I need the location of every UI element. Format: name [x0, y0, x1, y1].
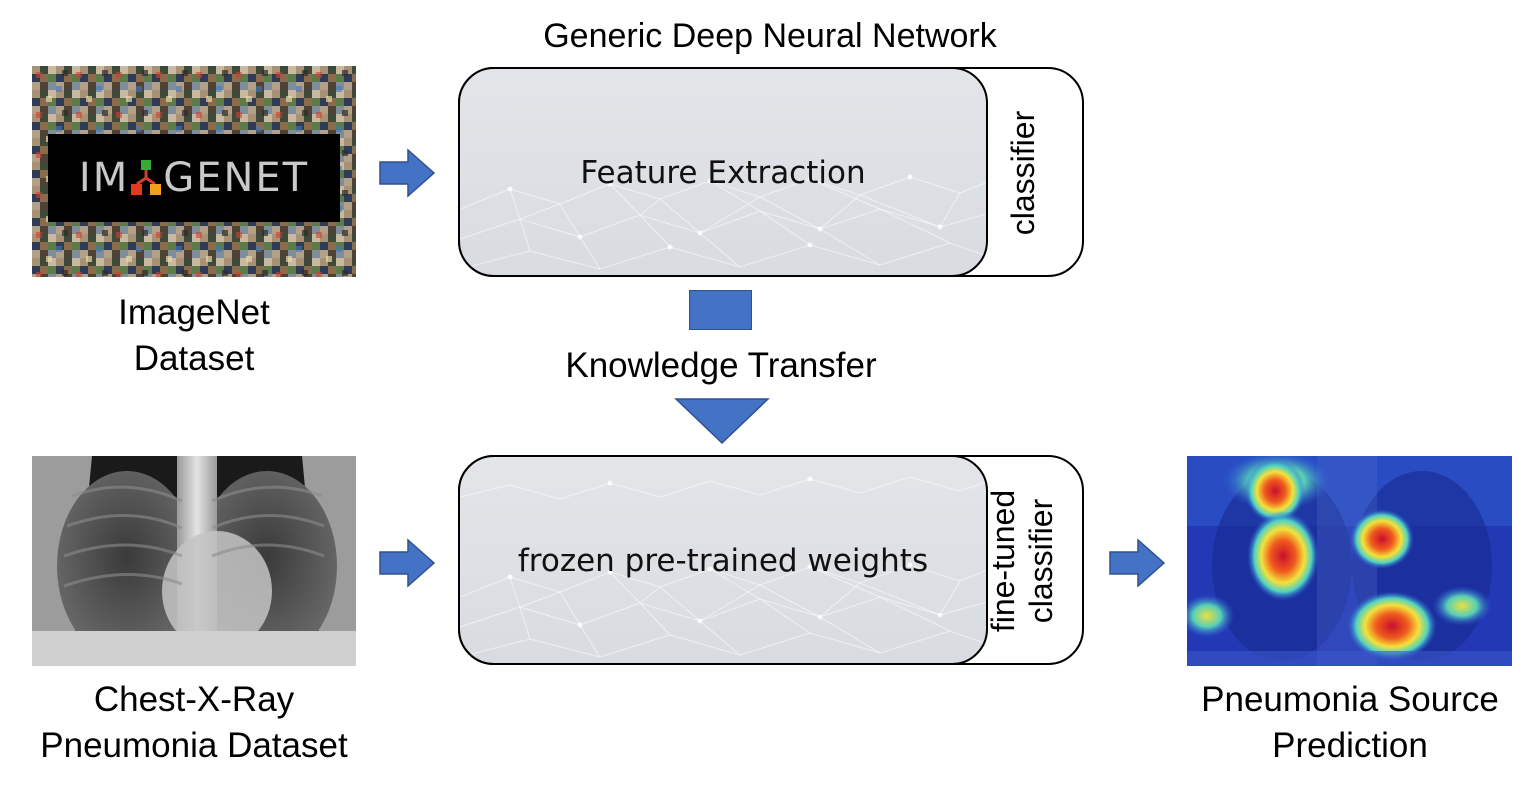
diagram-title: Generic Deep Neural Network	[543, 17, 997, 55]
feature-extraction-block: Feature Extraction	[458, 67, 988, 277]
frozen-weights-label: frozen pre-trained weights	[517, 543, 929, 579]
heatmap-graphic	[1187, 456, 1512, 666]
fine-tuned-label: fine-tuned	[985, 489, 1021, 633]
classifier-label: classifier	[1005, 110, 1041, 236]
imagenet-image: IM GENET	[32, 66, 356, 277]
tree-icon	[129, 158, 163, 198]
xray-image	[32, 456, 356, 666]
output-caption-line1: Pneumonia Source	[1201, 680, 1499, 719]
arrow-right-icon	[378, 148, 438, 198]
frozen-weights-block: frozen pre-trained weights	[458, 455, 988, 665]
imagenet-logo: IM GENET	[48, 134, 340, 222]
xray-graphic	[32, 456, 356, 666]
output-caption-line2: Prediction	[1272, 726, 1428, 765]
mesh-pattern	[460, 476, 986, 658]
heatmap-image	[1187, 456, 1512, 666]
imagenet-mosaic	[32, 66, 356, 277]
arrow-right-icon	[378, 538, 438, 588]
xray-caption-line1: Chest-X-Ray	[93, 680, 295, 719]
imagenet-caption-line2: Dataset	[133, 339, 255, 378]
imagenet-caption-line1: ImageNet	[118, 293, 270, 332]
arrow-right-icon	[1108, 538, 1168, 588]
logo-text-left: IM	[78, 155, 130, 201]
network-bottom: frozen pre-trained weights fine-tuned cl…	[458, 455, 1084, 665]
logo-text-right: GENET	[163, 155, 310, 201]
classifier-label: classifier	[1023, 498, 1059, 624]
feature-extraction-label: Feature Extraction	[580, 155, 866, 191]
xray-caption-line2: Pneumonia Dataset	[40, 726, 348, 765]
knowledge-transfer-label: Knowledge Transfer	[565, 346, 877, 385]
mesh-pattern	[460, 174, 986, 270]
network-top: Feature Extraction classifier	[458, 67, 1084, 277]
transfer-arrow-shaft	[689, 290, 752, 330]
arrow-down-icon	[674, 398, 770, 451]
